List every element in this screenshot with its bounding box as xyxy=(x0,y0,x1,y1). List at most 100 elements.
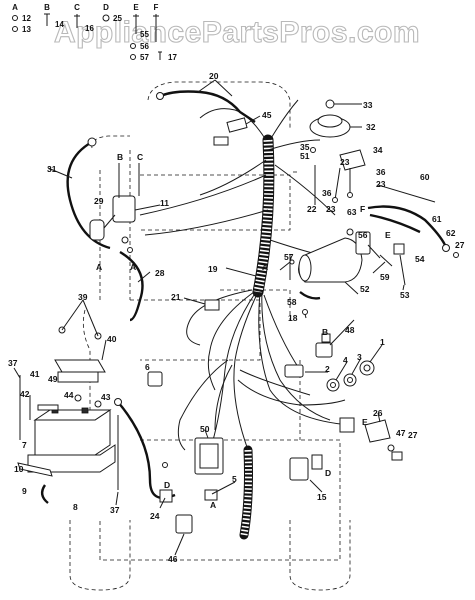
switch-15 xyxy=(289,457,309,481)
legend-part-57: 57 xyxy=(140,53,149,62)
callout-11: 11 xyxy=(160,198,169,208)
callout-20: 20 xyxy=(209,71,219,81)
starter-end xyxy=(298,254,312,282)
connector-45b xyxy=(213,136,229,146)
hold-down-40 xyxy=(54,359,106,373)
legend-part-56: 56 xyxy=(140,42,149,51)
callout-36-a: 36 xyxy=(376,167,386,177)
callout-53: 53 xyxy=(400,290,410,300)
marker-a-1: A xyxy=(96,262,102,272)
nut-icon xyxy=(12,15,18,21)
screw-icon xyxy=(44,13,50,26)
wire-branch-h xyxy=(237,379,346,406)
marker-d-1: D xyxy=(164,480,170,490)
terminal-nut-44 xyxy=(74,394,82,402)
callout-62: 62 xyxy=(446,228,456,238)
callout-40: 40 xyxy=(107,334,117,344)
leader-31 xyxy=(47,167,73,179)
clip-27 xyxy=(391,451,403,461)
leader-60 xyxy=(377,184,436,203)
callout-2: 2 xyxy=(325,364,330,374)
callout-50: 50 xyxy=(200,424,210,434)
marker-a-4: A xyxy=(262,262,268,272)
wire-to-clutch xyxy=(267,139,321,151)
lock-washer-icon xyxy=(130,43,136,49)
pto-clutch-hub xyxy=(317,114,343,128)
hex-nut-icon xyxy=(130,54,136,60)
washer-35 xyxy=(310,147,316,153)
callout-10: 10 xyxy=(14,464,24,474)
callout-52: 52 xyxy=(360,284,370,294)
battery-bolt-42 xyxy=(37,404,59,411)
battery-rod-37 xyxy=(19,375,31,440)
battery-box-8 xyxy=(27,444,116,473)
callout-23-b: 23 xyxy=(376,179,386,189)
callout-56: 56 xyxy=(358,230,368,240)
bolt-59 xyxy=(379,254,393,267)
legend-part-25: 25 xyxy=(113,14,122,23)
callout-45: 45 xyxy=(262,110,272,120)
leader-59 xyxy=(372,261,386,274)
hood-outline xyxy=(147,81,291,130)
callout-19: 19 xyxy=(208,264,218,274)
callout-9: 9 xyxy=(22,486,27,496)
terminal-nut-43 xyxy=(94,400,102,408)
callout-22: 22 xyxy=(307,204,317,214)
marker-a-3: A xyxy=(210,500,216,510)
rear-frame-outline xyxy=(99,439,341,561)
switch-1-center xyxy=(363,364,371,372)
callout-60: 60 xyxy=(420,172,430,182)
watermark: AppliancePartsPros.com xyxy=(54,16,420,49)
leader-37a xyxy=(13,367,21,379)
fuse-holder-29 xyxy=(89,219,105,241)
marker-e: E xyxy=(362,417,368,427)
washer-47 xyxy=(387,444,395,452)
switch-15b xyxy=(311,454,323,470)
switch-5 xyxy=(204,489,218,501)
harness-conduit xyxy=(252,134,275,298)
callout-37-b: 37 xyxy=(110,505,120,515)
wire-to-relay xyxy=(274,164,336,216)
callout-35: 35 xyxy=(300,142,310,152)
legend-letter-d: D xyxy=(103,3,109,12)
callout-6: 6 xyxy=(145,362,150,372)
callout-26: 26 xyxy=(373,408,383,418)
cable-61 xyxy=(367,205,447,246)
seat-deck-outline xyxy=(130,299,261,361)
marker-f: F xyxy=(360,204,365,214)
leader-40 xyxy=(101,339,107,361)
cable-20 xyxy=(159,90,256,123)
callout-numbers: 20 45 33 32 35 51 34 23 36 23 36 60 22 2… xyxy=(8,71,465,564)
nut-36b xyxy=(347,192,353,198)
switch-26 xyxy=(364,419,391,443)
ground-cable-31-terminal xyxy=(87,137,97,147)
leader-18 xyxy=(304,313,307,319)
callout-1: 1 xyxy=(380,337,385,347)
cable-63 xyxy=(369,213,421,234)
callout-57: 57 xyxy=(284,252,294,262)
leader-53 xyxy=(402,284,405,291)
callout-18: 18 xyxy=(288,313,298,323)
bolt-icon xyxy=(74,14,80,28)
dash-panel-outline xyxy=(140,174,291,231)
nut-18 xyxy=(302,309,308,315)
battery-cable-24-terminal xyxy=(114,398,122,406)
nut-36 xyxy=(332,197,338,203)
leader-19 xyxy=(225,267,257,277)
solenoid-nut xyxy=(127,247,133,253)
switch-48-cap xyxy=(321,333,331,343)
callout-58: 58 xyxy=(287,297,297,307)
battery-strap-10 xyxy=(17,462,53,477)
callout-34: 34 xyxy=(373,145,383,155)
leader-45 xyxy=(245,115,261,125)
cable-20-terminal xyxy=(156,92,164,100)
switch-46 xyxy=(175,514,193,534)
rear-harness-coil-texture xyxy=(240,449,252,536)
leader-lines xyxy=(13,79,405,556)
leader-48 xyxy=(329,319,355,346)
callout-21: 21 xyxy=(171,292,181,302)
rear-tire-right xyxy=(289,520,351,591)
battery-7 xyxy=(17,359,119,504)
leader-46 xyxy=(174,533,185,556)
